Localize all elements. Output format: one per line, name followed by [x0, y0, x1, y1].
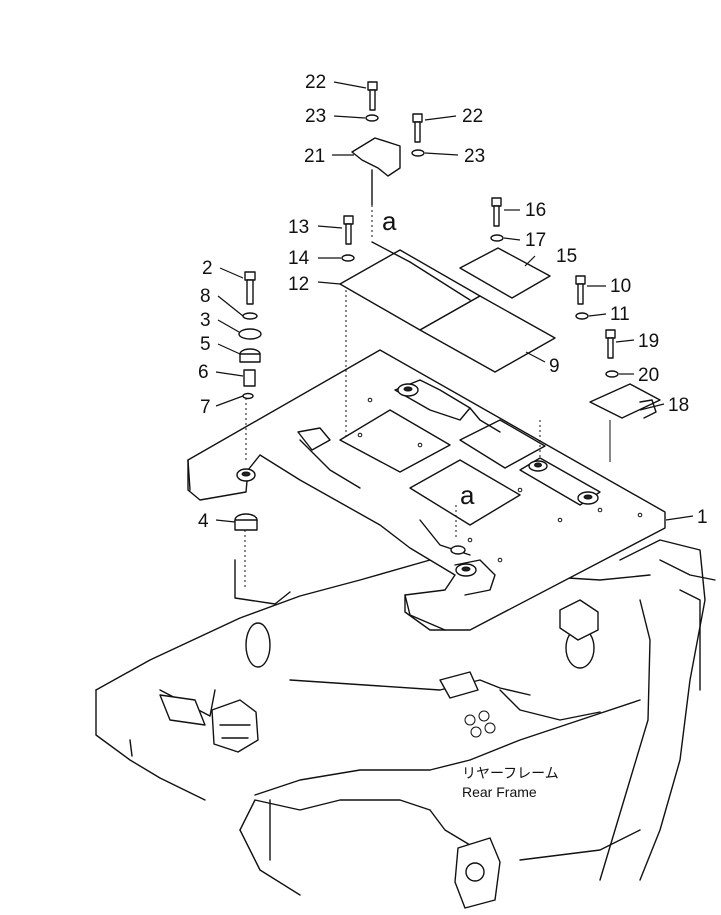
- rear-frame-label-japanese: リヤーフレーム: [462, 765, 559, 781]
- plate-bolt-holes: [357, 397, 643, 563]
- part-label-13: 13: [288, 217, 309, 238]
- part-label-16: 16: [525, 200, 546, 221]
- part-label-23: 23: [305, 106, 326, 127]
- rear-frame-label-english: Rear Frame: [462, 784, 537, 800]
- view-markers: a a: [382, 206, 475, 510]
- leader-lines: [215, 81, 694, 523]
- floor-plate-drawing: [187, 349, 666, 631]
- part-label-22: 22: [305, 72, 326, 93]
- part-label-17: 17: [525, 230, 546, 251]
- frame-holes: [464, 710, 496, 738]
- part-label-11: 11: [610, 304, 630, 325]
- part-label-18: 18: [668, 395, 689, 416]
- part-label-7: 7: [200, 397, 211, 418]
- part-label-19: 19: [638, 331, 659, 352]
- rear-frame-label: リヤーフレーム Rear Frame: [462, 765, 559, 800]
- part-label-21: 21: [304, 146, 325, 167]
- part-label-10: 10: [610, 276, 631, 297]
- part-label-12: 12: [288, 274, 309, 295]
- part-label-6: 6: [198, 362, 209, 383]
- part-label-3: 3: [200, 310, 211, 331]
- part-label-5: 5: [200, 334, 211, 355]
- part-label-15: 15: [556, 246, 577, 267]
- part-label-22: 22: [462, 106, 483, 127]
- fasteners: [234, 81, 619, 531]
- part-label-14: 14: [288, 248, 310, 269]
- view-marker-a-lower: a: [460, 480, 475, 510]
- covers-drawing: [244, 137, 661, 590]
- part-label-2: 2: [202, 258, 213, 279]
- view-marker-a-upper: a: [382, 206, 397, 236]
- part-label-9: 9: [549, 356, 560, 377]
- part-label-4: 4: [198, 511, 209, 532]
- part-label-8: 8: [200, 286, 211, 307]
- part-labels: 22 23 21 22 23 16 17 15 13 14 12 2 8 3 5…: [198, 72, 708, 532]
- part-label-20: 20: [638, 365, 659, 386]
- part-label-23: 23: [464, 146, 485, 167]
- part-label-1: 1: [697, 507, 708, 528]
- rear-frame-drawing: [95, 539, 716, 909]
